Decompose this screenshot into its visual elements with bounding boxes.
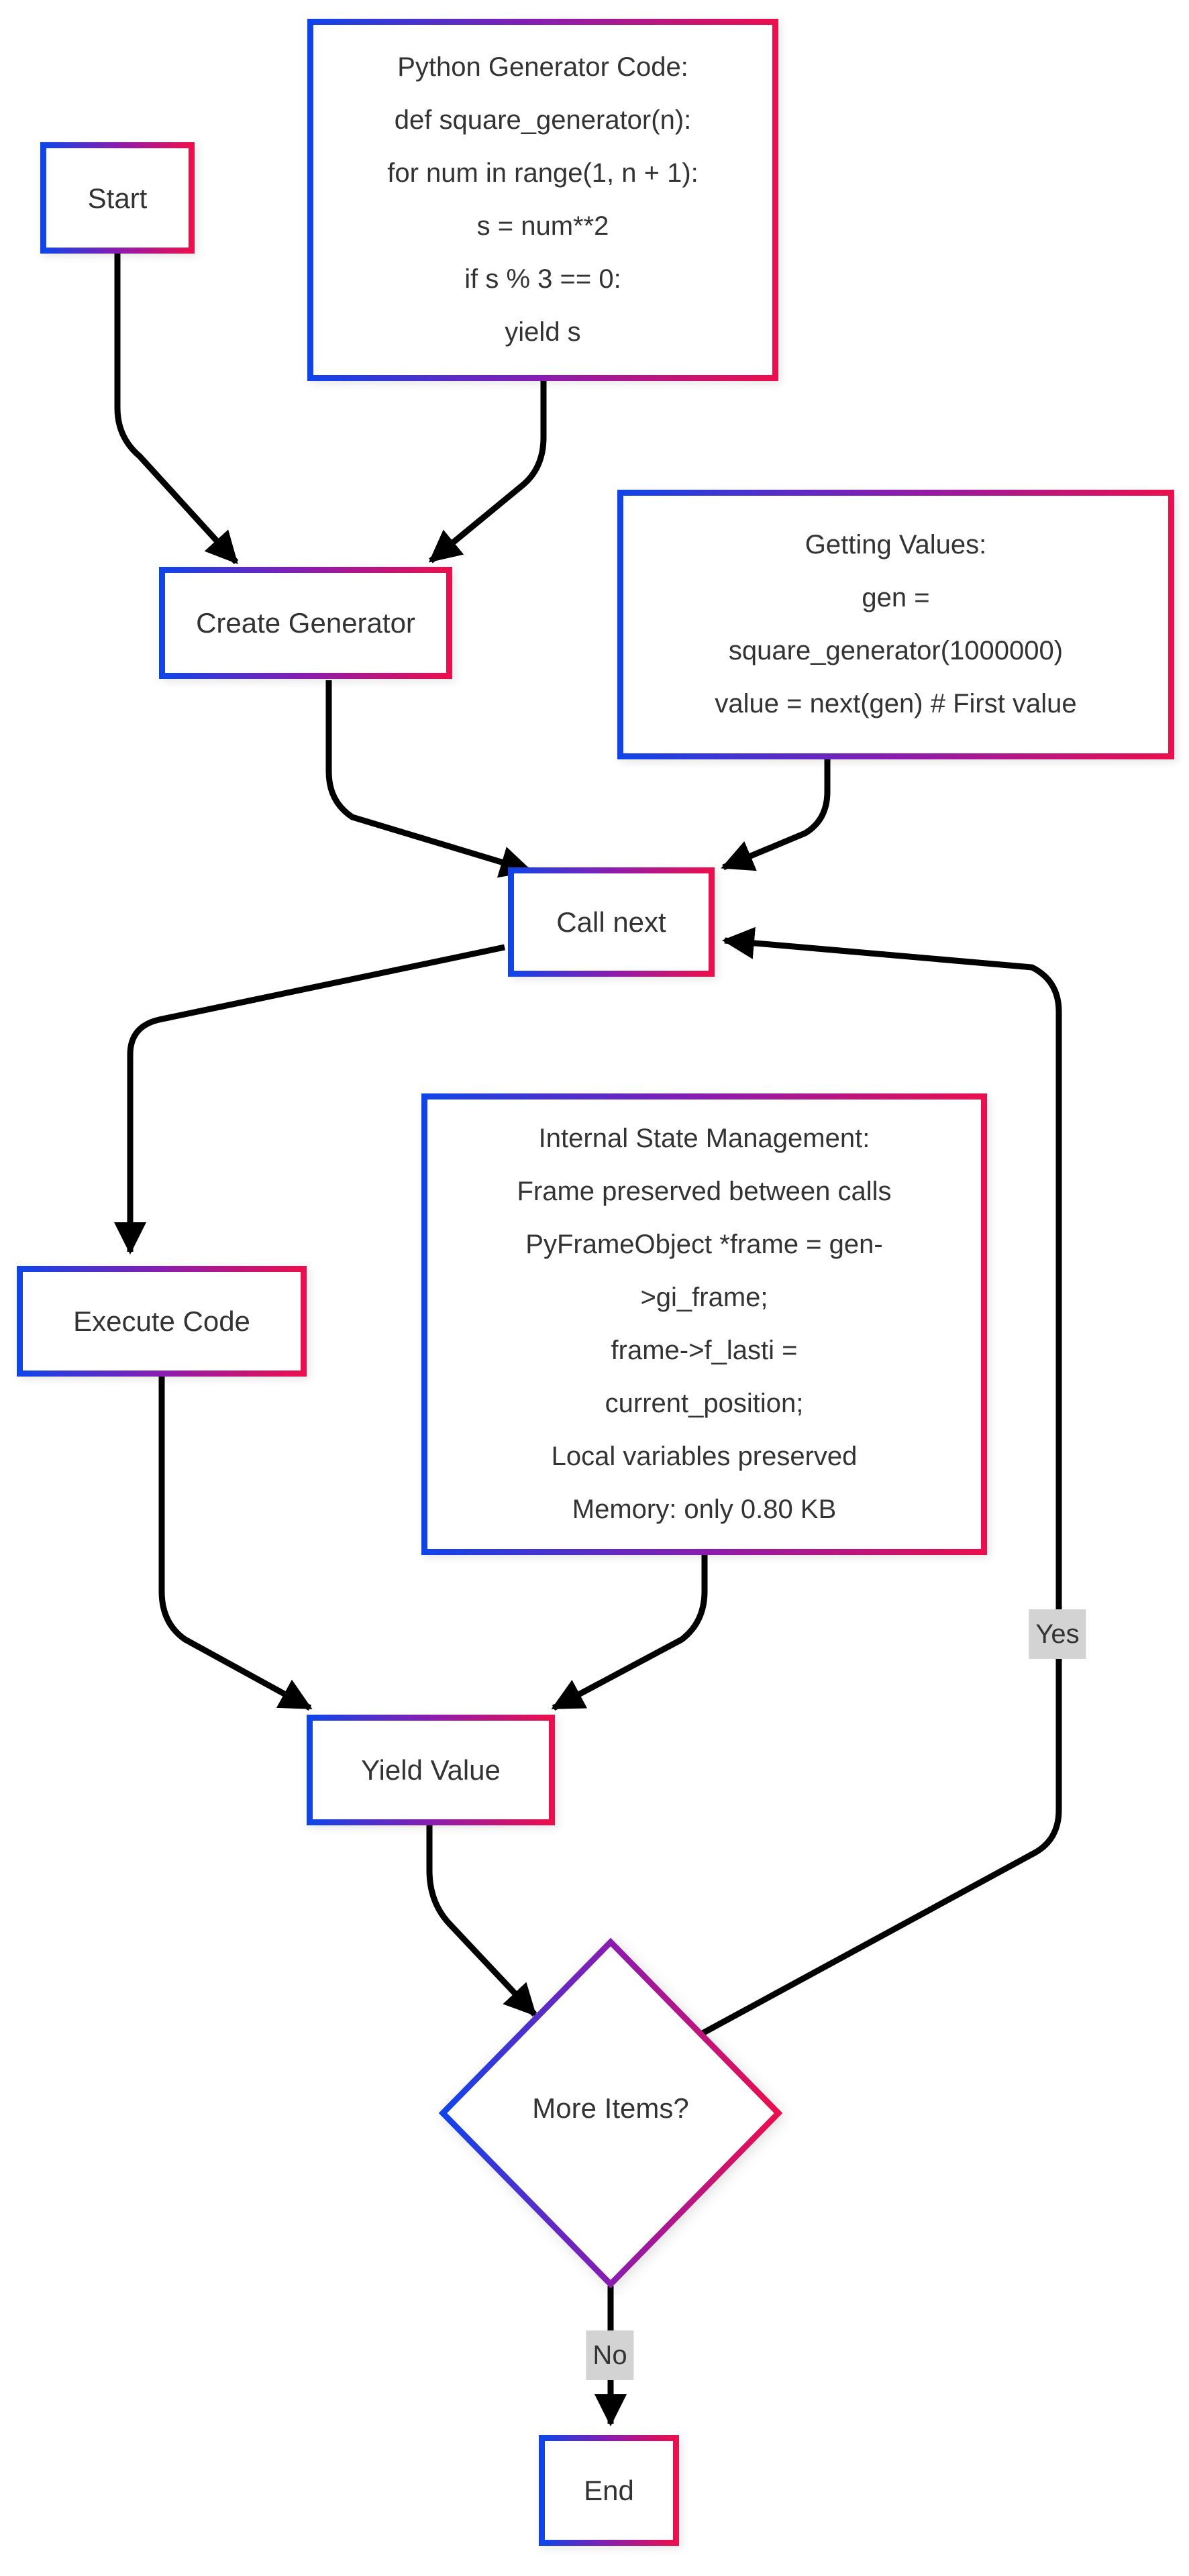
call-next-node: Call next xyxy=(508,867,715,977)
edge-python-code-to-create-generator xyxy=(428,381,547,564)
edge-internal-state-to-yield-value xyxy=(551,1555,708,1711)
getting-values-line: square_generator(1000000) xyxy=(728,636,1064,665)
start-node: Start xyxy=(40,142,195,254)
start-label: Start xyxy=(87,182,148,214)
internal-state-line: Frame preserved between calls xyxy=(517,1177,892,1206)
python-code-line: for num in range(1, n + 1): xyxy=(387,158,699,188)
python-code-line: yield s xyxy=(505,317,581,347)
more-items-label: More Items? xyxy=(532,2092,689,2124)
getting-values-line: gen = xyxy=(862,583,930,612)
edge-create-generator-to-call-next xyxy=(325,680,533,878)
yield-value-node: Yield Value xyxy=(307,1715,555,1825)
execute-code-label: Execute Code xyxy=(73,1305,250,1337)
end-label: End xyxy=(584,2475,634,2506)
call-next-label: Call next xyxy=(556,906,666,938)
edge-execute-code-to-yield-value xyxy=(158,1377,313,1711)
edge-call-next-to-execute-code xyxy=(114,944,505,1254)
python-code-line: if s % 3 == 0: xyxy=(464,264,621,294)
yes-edge-label: Yes xyxy=(1029,1609,1086,1659)
more-items-decision-diamond xyxy=(438,1937,783,2289)
internal-state-line: current_position; xyxy=(605,1389,804,1418)
python-code-line: Python Generator Code: xyxy=(397,52,688,82)
python-generator-code-node: Python Generator Code: def square_genera… xyxy=(307,19,778,381)
edge-getting-values-to-call-next xyxy=(721,759,831,871)
python-code-line: s = num**2 xyxy=(476,211,609,241)
create-generator-label: Create Generator xyxy=(196,607,415,639)
internal-state-line: PyFrameObject *frame = gen- xyxy=(525,1230,883,1259)
python-code-line: def square_generator(n): xyxy=(394,105,692,135)
internal-state-line: >gi_frame; xyxy=(640,1283,768,1312)
internal-state-line: Internal State Management: xyxy=(538,1124,870,1153)
edge-start-to-create-generator xyxy=(114,254,239,565)
execute-code-node: Execute Code xyxy=(17,1266,307,1377)
internal-state-line: Local variables preserved xyxy=(551,1442,858,1471)
internal-state-line: frame->f_lasti = xyxy=(611,1336,798,1365)
getting-values-node: Getting Values: gen = square_generator(1… xyxy=(617,490,1174,759)
end-node: End xyxy=(539,2435,679,2546)
edge-more-items-yes-to-call-next xyxy=(699,926,1062,2037)
create-generator-node: Create Generator xyxy=(159,567,452,679)
no-edge-label: No xyxy=(586,2330,634,2380)
getting-values-line: value = next(gen) # First value xyxy=(715,689,1077,718)
getting-values-line: Getting Values: xyxy=(805,530,987,559)
yield-value-label: Yield Value xyxy=(361,1754,501,1786)
internal-state-line: Memory: only 0.80 KB xyxy=(572,1495,837,1524)
edge-yield-value-to-more-items xyxy=(426,1825,537,2017)
internal-state-node: Internal State Management: Frame preserv… xyxy=(421,1093,987,1555)
